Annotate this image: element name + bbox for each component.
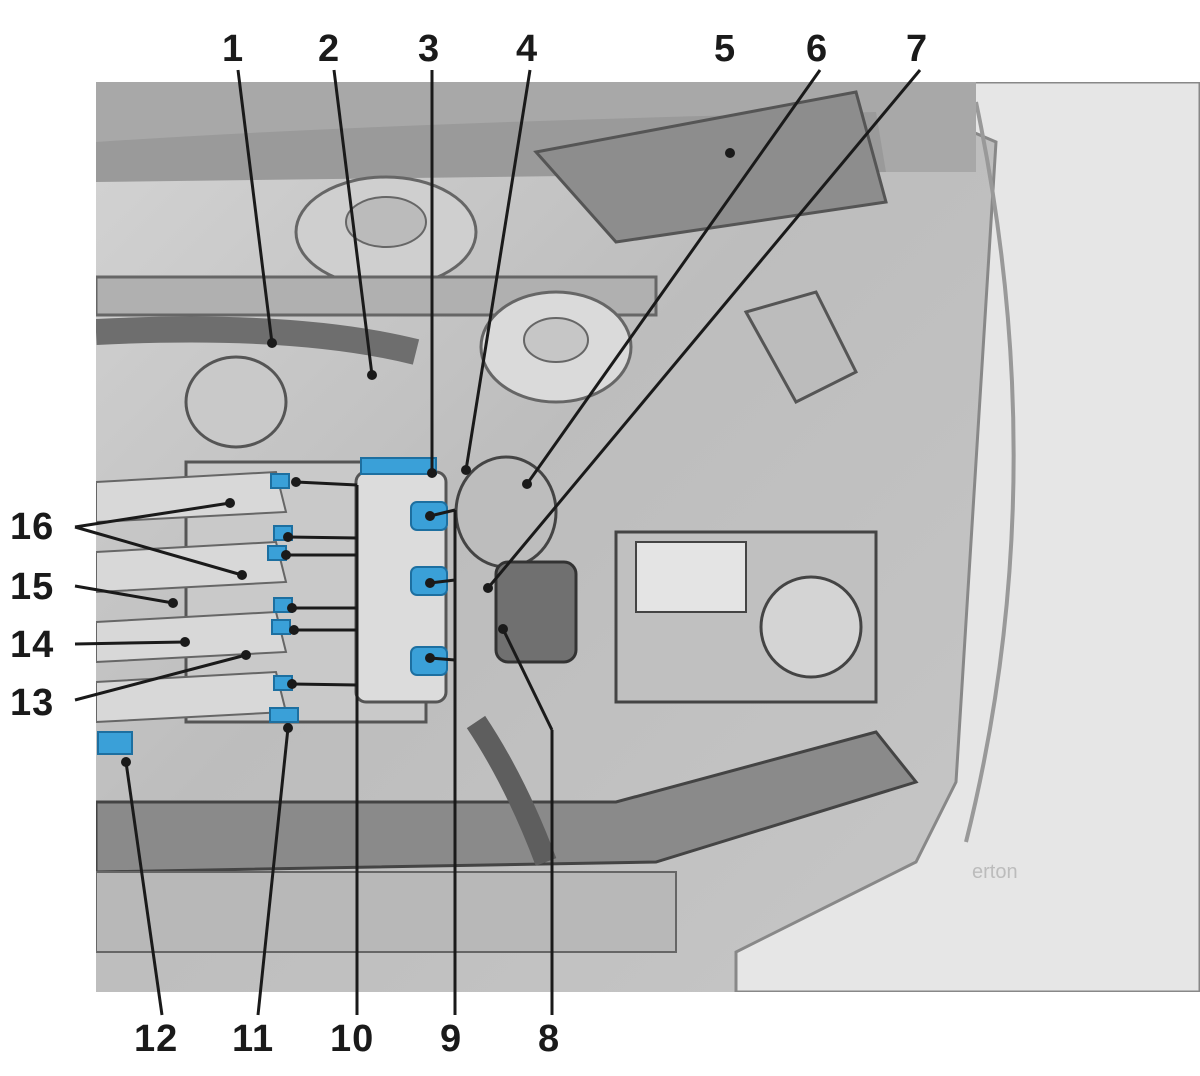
callout-15: 15 (10, 566, 55, 608)
callout-2: 2 (318, 28, 341, 70)
callout-1: 1 (222, 28, 245, 70)
callout-8: 8 (538, 1018, 561, 1060)
callout-12: 12 (134, 1018, 179, 1060)
callout-14: 14 (10, 624, 55, 666)
callout-6: 6 (806, 28, 829, 70)
callout-3: 3 (418, 28, 441, 70)
callout-11: 11 (232, 1018, 275, 1060)
callout-4: 4 (516, 28, 539, 70)
watermark-text: erton (972, 861, 1018, 883)
callout-7: 7 (906, 28, 929, 70)
callout-16: 16 (10, 506, 55, 548)
callout-5: 5 (714, 28, 737, 70)
callout-13: 13 (10, 682, 55, 724)
callout-10: 10 (330, 1018, 375, 1060)
callout-9: 9 (440, 1018, 463, 1060)
engine-bay-photo: erton (96, 82, 1200, 992)
